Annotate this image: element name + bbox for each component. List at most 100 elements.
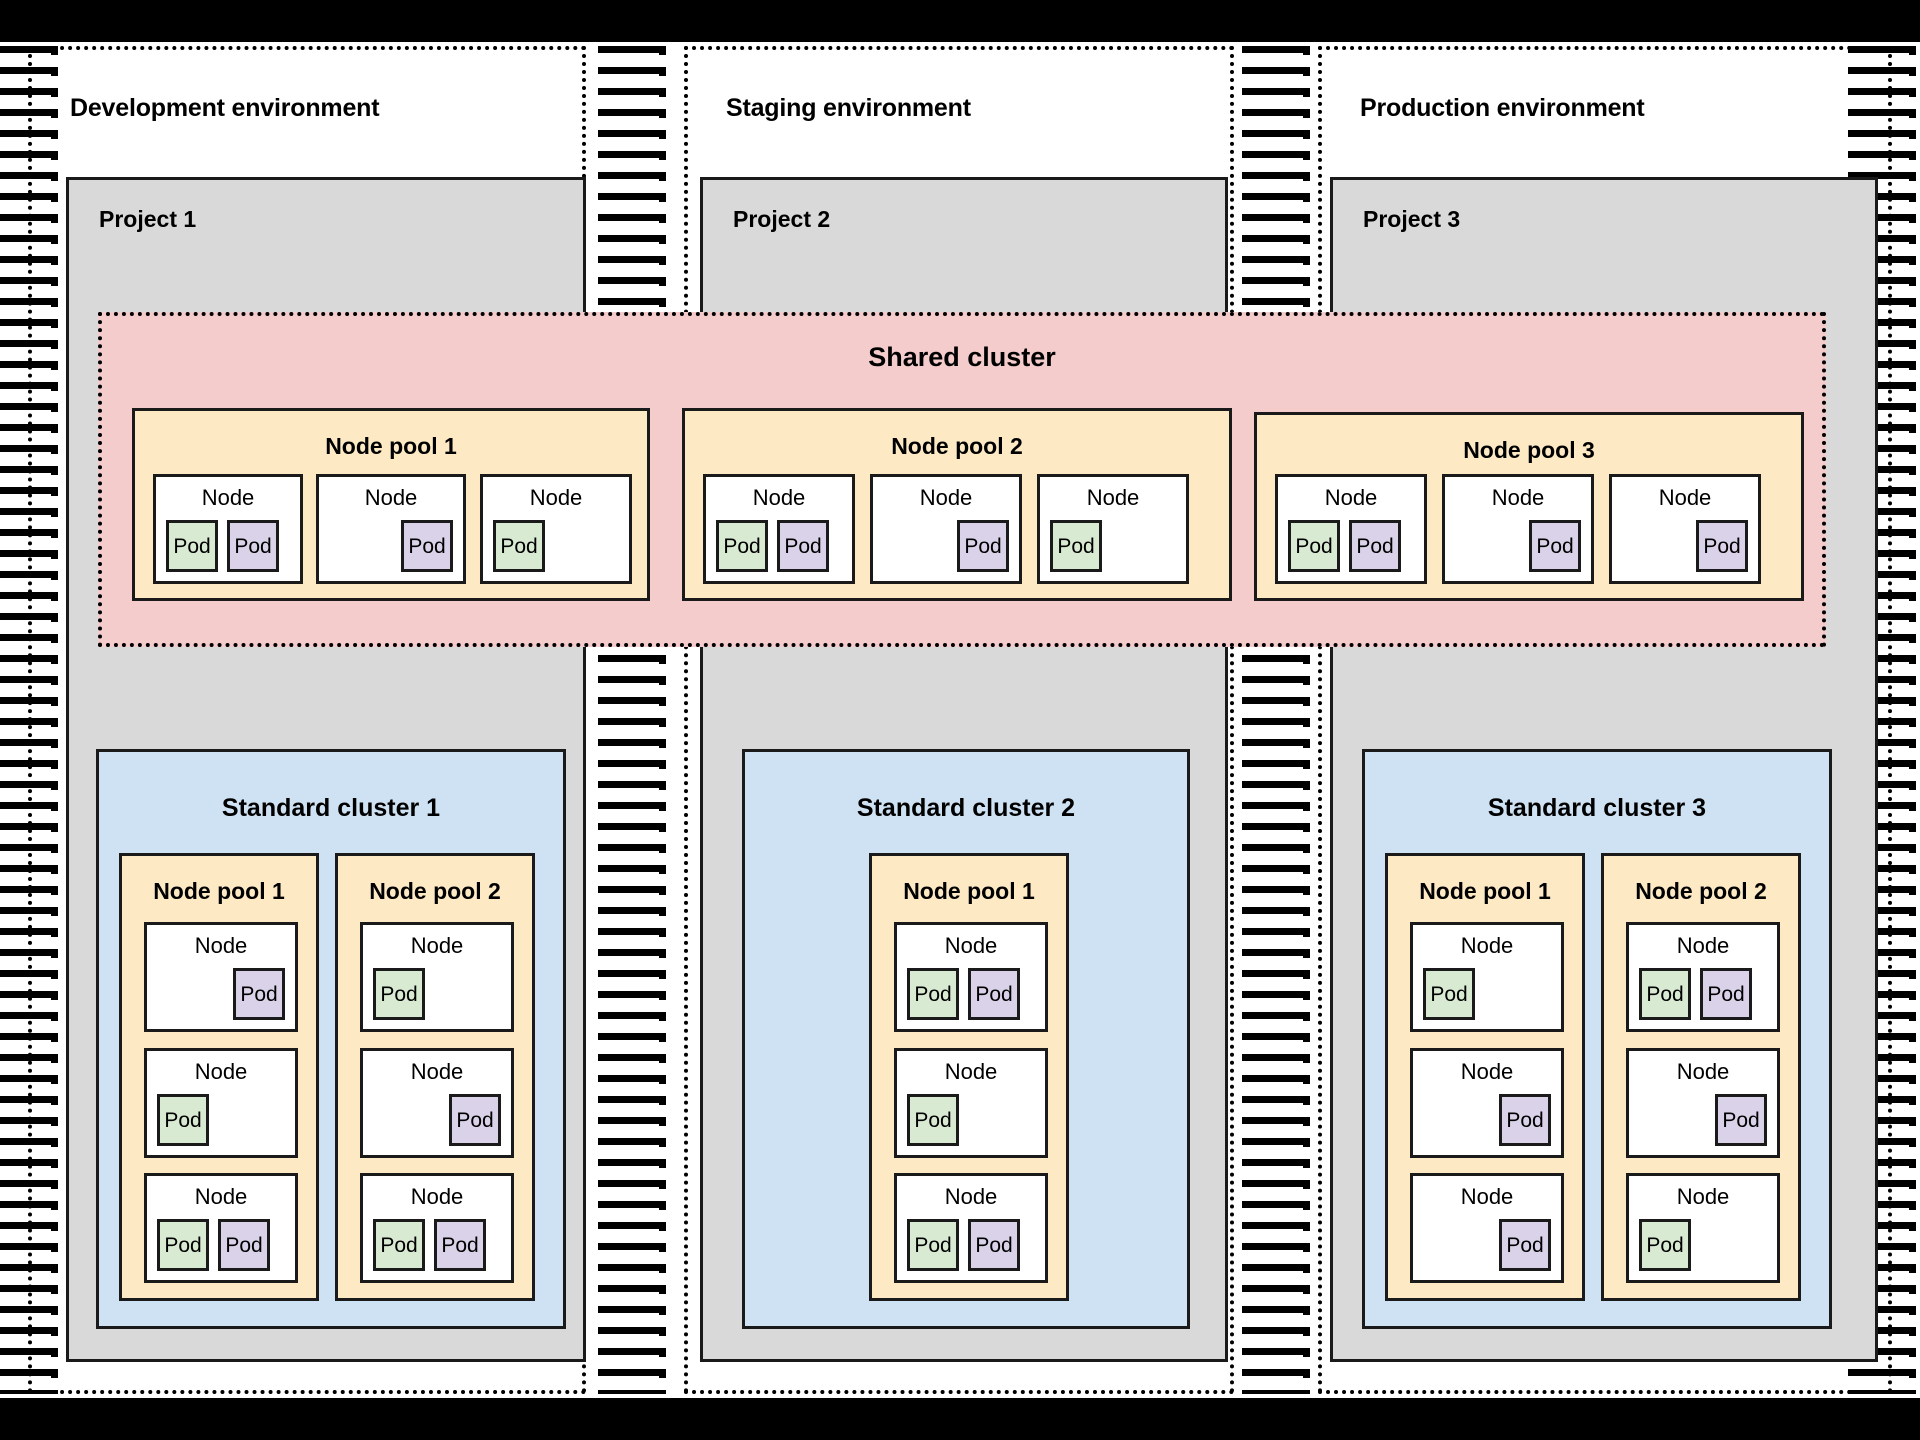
pod-row: Pod: [1423, 1094, 1551, 1146]
pod-purple: Pod: [1499, 1094, 1551, 1146]
pod-green: Pod: [907, 968, 959, 1020]
pod-green: Pod: [716, 520, 768, 572]
pod-row: Pod: [1423, 1219, 1551, 1271]
node-label: Node: [1676, 1059, 1730, 1084]
node-label: Node: [919, 485, 973, 510]
environment-title: Development environment: [70, 94, 380, 122]
node-box: Node Pod Pod: [894, 922, 1048, 1032]
pod-row: Pod: [1639, 1219, 1767, 1271]
node-label: Node: [410, 1184, 464, 1209]
pod-row: Pod: [1423, 968, 1551, 1020]
shared-cluster: Shared cluster Node pool 1 Node Pod Pod …: [98, 312, 1826, 647]
standard-2-node-pool-1: Node pool 1 Node Pod Pod Node Pod Node P…: [869, 853, 1069, 1301]
node-label: Node: [364, 485, 418, 510]
node-label: Node: [1324, 485, 1378, 510]
pod-green: Pod: [157, 1219, 209, 1271]
node-box: Node Pod: [316, 474, 466, 584]
pod-purple: Pod: [1529, 520, 1581, 572]
pod-purple: Pod: [968, 968, 1020, 1020]
pod-green: Pod: [1423, 968, 1475, 1020]
project-title: Project 2: [733, 206, 831, 232]
node-label: Node: [529, 485, 583, 510]
environment-title: Production environment: [1360, 94, 1645, 122]
pod-green: Pod: [1639, 968, 1691, 1020]
pod-green: Pod: [373, 968, 425, 1020]
node-label: Node: [1460, 1184, 1514, 1209]
pod-purple: Pod: [1696, 520, 1748, 572]
node-label: Node: [752, 485, 806, 510]
pod-row: Pod: [1639, 1094, 1767, 1146]
project-title: Project 1: [99, 206, 197, 232]
node-pool-title: Node pool 2: [369, 878, 501, 904]
standard-cluster-title: Standard cluster 1: [221, 794, 441, 822]
pod-row: Pod: [157, 1094, 285, 1146]
node-box: Node Pod: [1442, 474, 1594, 584]
pod-purple: Pod: [1715, 1094, 1767, 1146]
node-pool-title: Node pool 1: [1419, 878, 1551, 904]
pod-row: Pod: [373, 1094, 501, 1146]
pod-row: Pod Pod: [716, 520, 842, 572]
node-label: Node: [1460, 1059, 1514, 1084]
pod-row: Pod Pod: [166, 520, 290, 572]
pod-purple: Pod: [968, 1219, 1020, 1271]
standard-1-node-pool-2: Node pool 2 Node Pod Node Pod Node Pod P…: [335, 853, 535, 1301]
pod-row: Pod Pod: [1288, 520, 1414, 572]
pod-row: Pod: [329, 520, 453, 572]
pod-row: Pod: [1050, 520, 1176, 572]
node-box: Node Pod: [1626, 1173, 1780, 1283]
node-box: Node Pod Pod: [144, 1173, 298, 1283]
pod-purple: Pod: [1499, 1219, 1551, 1271]
pod-row: Pod Pod: [907, 968, 1035, 1020]
node-label: Node: [1676, 1184, 1730, 1209]
pod-green: Pod: [166, 520, 218, 572]
node-label: Node: [944, 1184, 998, 1209]
standard-cluster-2: Standard cluster 2 Node pool 1 Node Pod …: [742, 749, 1190, 1329]
node-box: Node Pod: [144, 1048, 298, 1158]
node-label: Node: [194, 1059, 248, 1084]
node-label: Node: [410, 933, 464, 958]
standard-cluster-3: Standard cluster 3 Node pool 1 Node Pod …: [1362, 749, 1832, 1329]
node-box: Node Pod Pod: [703, 474, 855, 584]
node-label: Node: [944, 933, 998, 958]
standard-3-node-pool-2: Node pool 2 Node Pod Pod Node Pod Node P…: [1601, 853, 1801, 1301]
pod-row: Pod: [1455, 520, 1581, 572]
pod-row: Pod: [373, 968, 501, 1020]
pod-purple: Pod: [777, 520, 829, 572]
pod-row: Pod: [493, 520, 619, 572]
bottom-black-band: [0, 1398, 1920, 1440]
pod-green: Pod: [1050, 520, 1102, 572]
standard-1-node-pool-1: Node pool 1 Node Pod Node Pod Node Pod P…: [119, 853, 319, 1301]
standard-cluster-title: Standard cluster 2: [856, 794, 1076, 822]
pod-purple: Pod: [233, 968, 285, 1020]
pod-green: Pod: [907, 1219, 959, 1271]
node-label: Node: [410, 1059, 464, 1084]
pod-row: Pod: [883, 520, 1009, 572]
top-black-band: [0, 0, 1920, 42]
pod-purple: Pod: [434, 1219, 486, 1271]
pod-row: Pod: [907, 1094, 1035, 1146]
pod-purple: Pod: [449, 1094, 501, 1146]
node-box: Node Pod: [894, 1048, 1048, 1158]
node-box: Node Pod: [360, 1048, 514, 1158]
pod-green: Pod: [373, 1219, 425, 1271]
node-box: Node Pod: [480, 474, 632, 584]
pod-green: Pod: [1288, 520, 1340, 572]
node-box: Node Pod: [1410, 922, 1564, 1032]
node-box: Node Pod: [144, 922, 298, 1032]
environment-divider-1: [598, 46, 670, 1394]
shared-node-pool-1: Node pool 1 Node Pod Pod Node Pod Node P…: [132, 408, 650, 601]
pod-purple: Pod: [401, 520, 453, 572]
pod-green: Pod: [1639, 1219, 1691, 1271]
project-title: Project 3: [1363, 206, 1461, 232]
node-pool-title: Node pool 2: [891, 433, 1023, 459]
node-label: Node: [1460, 933, 1514, 958]
node-box: Node Pod: [870, 474, 1022, 584]
node-label: Node: [1491, 485, 1545, 510]
node-label: Node: [194, 1184, 248, 1209]
node-label: Node: [1676, 933, 1730, 958]
node-label: Node: [201, 485, 255, 510]
node-box: Node Pod: [360, 922, 514, 1032]
node-pool-title: Node pool 1: [903, 878, 1035, 904]
pod-purple: Pod: [957, 520, 1009, 572]
